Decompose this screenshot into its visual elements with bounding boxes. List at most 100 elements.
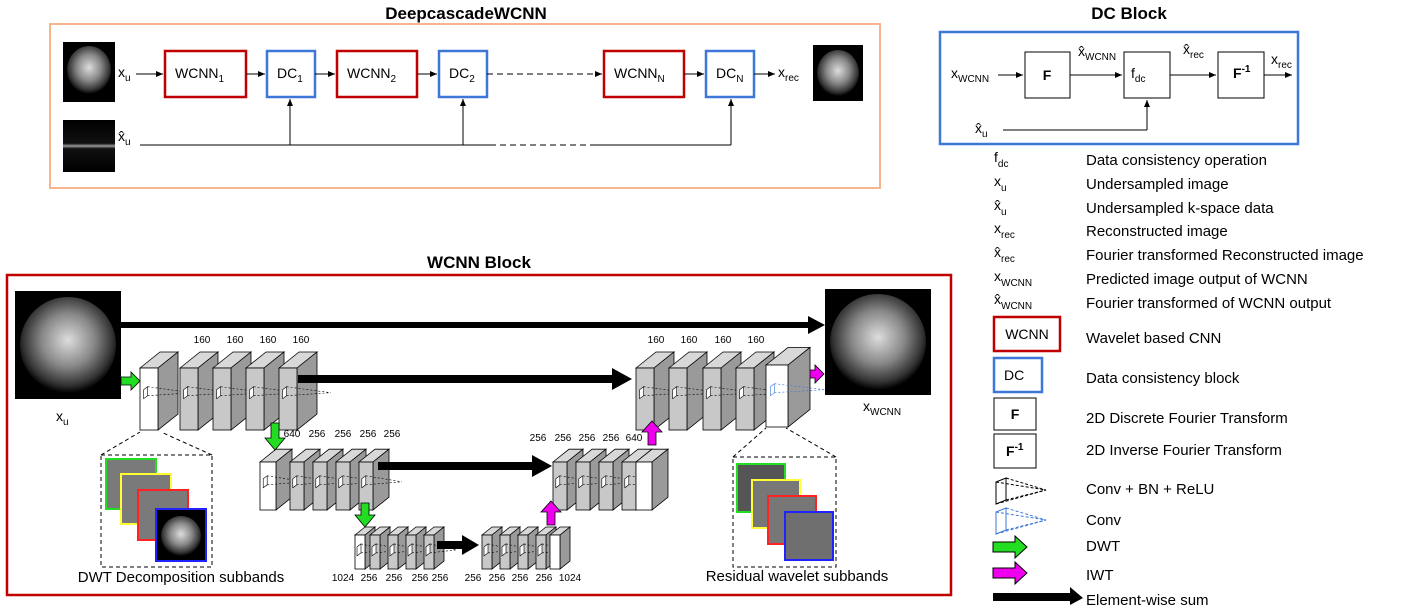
svg-text:fdc: fdc — [994, 149, 1008, 170]
deepcascade-section: DeepcascadeWCNN xu x̂u WCNN1 DC1 WCNN2 D… — [49, 4, 881, 189]
dc-finv-label: F-1 — [1233, 64, 1251, 81]
l2-right-label-3: 256 — [603, 433, 620, 444]
kspace-thumb — [63, 120, 115, 172]
input-image-thumb — [63, 42, 115, 102]
svg-text:Fourier transformed Reconstruc: Fourier transformed Reconstructed image — [1086, 247, 1364, 264]
legend-wcnn-box: WCNN Wavelet based CNN — [992, 315, 1221, 353]
l1-left-layer-3 — [277, 351, 331, 431]
l2-right-label-0: 256 — [530, 433, 547, 444]
l3-left-layer-0 — [368, 526, 403, 570]
svg-text:x̂WCNN: x̂WCNN — [994, 291, 1032, 312]
legend-iwt: IWT — [1086, 567, 1114, 584]
dcN-block — [704, 49, 756, 99]
wcnn-input-image — [15, 291, 121, 399]
l1-left-label-3: 160 — [293, 335, 310, 346]
svg-text:F-1: F-1 — [1006, 442, 1024, 459]
legend-item-xu: xu Undersampled image — [994, 173, 1229, 194]
legend-conv-bn-relu: Conv + BN + ReLU — [1086, 481, 1214, 498]
l3-right-label-0: 256 — [465, 573, 482, 584]
wcnn-block-frame — [5, 273, 953, 597]
legend-f-box: F 2D Discrete Fourier Transform — [993, 397, 1288, 431]
l2-input-slab — [258, 448, 306, 511]
svg-text:Undersampled k-space data: Undersampled k-space data — [1086, 200, 1274, 217]
svg-text:2D Discrete Fourier Transform: 2D Discrete Fourier Transform — [1086, 410, 1288, 427]
x-rec-label: xrec — [778, 64, 799, 84]
dc2-block — [437, 49, 489, 99]
svg-text:Wavelet based CNN: Wavelet based CNN — [1086, 330, 1221, 347]
dwt-caption: DWT Decomposition subbands — [78, 569, 284, 586]
wcnn2-label: WCNN2 — [347, 65, 397, 85]
l3-right-label-3: 256 — [536, 573, 553, 584]
legend-item-xwcnn: xWCNN Predicted image output of WCNN — [994, 268, 1308, 289]
res-caption: Residual wavelet subbands — [706, 568, 889, 585]
l3-right-label-4: 1024 — [559, 573, 582, 584]
svg-text:x̂u: x̂u — [994, 197, 1007, 218]
legend-item-fdc: fdc Data consistency operation — [994, 149, 1267, 170]
l1-output-slab — [764, 346, 825, 428]
svg-text:Data consistency block: Data consistency block — [1086, 370, 1240, 387]
l3-output-slab — [548, 526, 572, 570]
legend-item-xhat-rec: x̂rec Fourier transformed Reconstructed … — [994, 244, 1364, 265]
svg-text:x̂rec: x̂rec — [994, 244, 1015, 265]
svg-text:Undersampled image: Undersampled image — [1086, 176, 1229, 193]
wcnn1-block — [163, 49, 248, 99]
svg-text:Predicted image output of WCNN: Predicted image output of WCNN — [1086, 271, 1308, 288]
l3-right-label-1: 256 — [489, 573, 506, 584]
dc-xhat-u-label: x̂u — [975, 120, 988, 140]
dc-out-label: xrec — [1271, 51, 1292, 71]
l1-left-label-2: 160 — [260, 335, 277, 346]
l2-right-label-2: 256 — [579, 433, 596, 444]
l1-right-label-0: 160 — [648, 335, 665, 346]
dwt-arrow-in — [120, 371, 141, 391]
l2-left-label-2: 256 — [335, 429, 352, 440]
deepcascade-frame — [49, 23, 881, 189]
legend-sum: Element-wise sum — [1086, 592, 1209, 608]
dc-arrows — [998, 72, 1292, 131]
l2-left-label-4: 256 — [384, 429, 401, 440]
svg-text:xWCNN: xWCNN — [994, 268, 1032, 289]
l1-left-label-0: 160 — [194, 335, 211, 346]
skip-arrow-level1 — [298, 368, 632, 390]
svg-text:F: F — [1011, 406, 1020, 422]
dc-fdc-box — [1123, 51, 1171, 99]
l2-left-layer-1 — [311, 448, 356, 511]
dc-block-frame — [938, 30, 1300, 146]
wcnn-block-title: WCNN Block — [427, 253, 531, 272]
global-skip-arrow — [121, 316, 825, 334]
l1-left-label-1: 160 — [227, 335, 244, 346]
l2-left-label-1: 256 — [309, 429, 326, 440]
l3-left-label-1: 256 — [361, 573, 378, 584]
conv-icon — [995, 507, 1047, 535]
subband-hh — [155, 508, 207, 562]
svg-text:DC: DC — [1004, 367, 1024, 383]
l2-left-label-3: 256 — [360, 429, 377, 440]
cascade-arrows — [136, 71, 775, 146]
dc-in-label: xWCNN — [951, 65, 989, 85]
iwt-arrow-level2-1 — [641, 420, 663, 446]
wcnn-x-u-label: xu — [56, 408, 69, 428]
skip-arrow-level3 — [437, 535, 479, 555]
svg-text:WCNN: WCNN — [1005, 326, 1049, 342]
l3-right-layer-1 — [498, 526, 533, 570]
svg-text:xu: xu — [994, 173, 1007, 194]
deepcascade-title: DeepcascadeWCNN — [385, 4, 547, 23]
l3-left-layer-2 — [404, 526, 439, 570]
legend-finv-box: F-1 2D Inverse Fourier Transform — [993, 433, 1282, 469]
element-wise-sum-arrow-icon — [993, 587, 1083, 605]
wcnnN-label: WCNNN — [614, 65, 665, 85]
x-u-label: xu — [118, 64, 131, 84]
l2-left-label-0: 640 — [284, 429, 301, 440]
svg-text:xrec: xrec — [994, 220, 1015, 241]
legend-conv: Conv — [1086, 512, 1122, 529]
l1-right-label-1: 160 — [681, 335, 698, 346]
dc-f-label: F — [1043, 67, 1052, 83]
l3-left-label-2: 256 — [386, 573, 403, 584]
svg-text:Reconstructed image: Reconstructed image — [1086, 223, 1228, 240]
l2-right-label-1: 256 — [555, 433, 572, 444]
dc-block-title: DC Block — [1091, 4, 1167, 23]
svg-text:Fourier transformed of WCNN ou: Fourier transformed of WCNN output — [1086, 295, 1332, 312]
legend: fdc Data consistency operation xu Unders… — [992, 149, 1364, 608]
